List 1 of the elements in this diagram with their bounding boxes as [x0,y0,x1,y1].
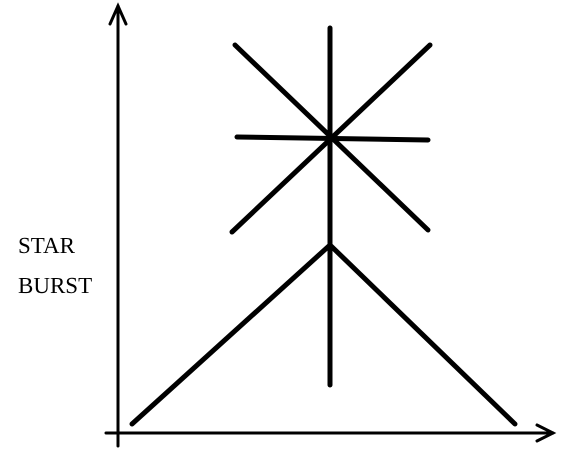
axis-label: STAR BURST [18,232,94,300]
